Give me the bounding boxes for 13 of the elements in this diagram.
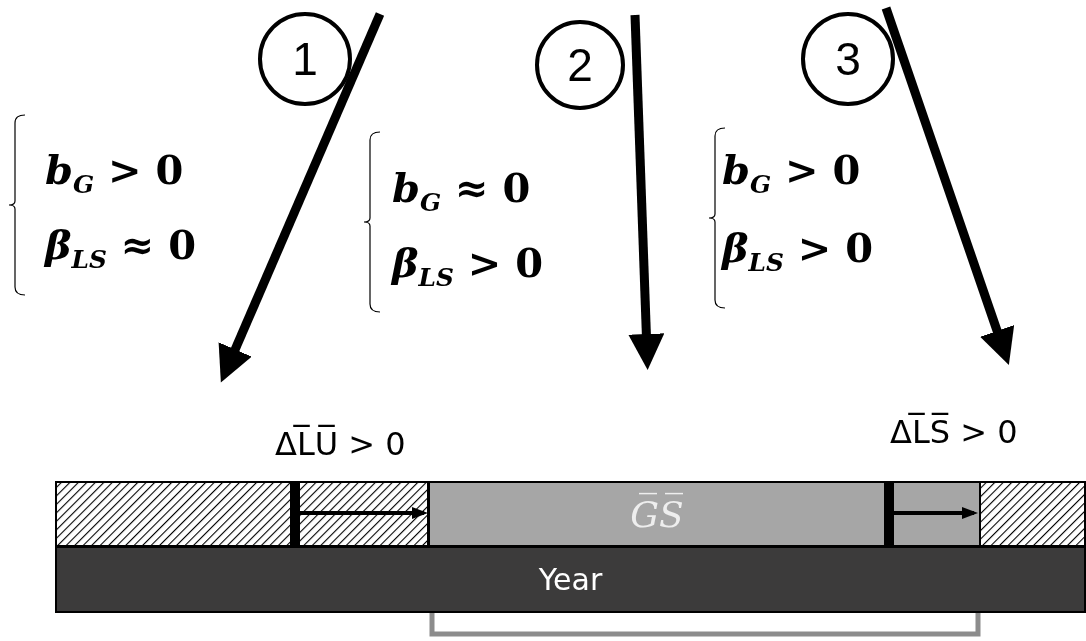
number-circle: 1: [258, 12, 352, 106]
condition-formula: β$_{LS}$ ≈ 0: [45, 225, 197, 273]
condition-formula: β$_{LS}$ > 0: [392, 243, 544, 291]
number-circle: 3: [801, 12, 895, 106]
shaded-segment: [428, 481, 886, 547]
number-circle: 2: [535, 20, 625, 110]
timeline-band: [55, 546, 1086, 613]
condition-formula: b$_{G}$ ≈ 0: [392, 168, 531, 216]
condition-formula: b$_{G}$ > 0: [722, 150, 861, 198]
condition-formula: β$_{LS}$ > 0: [722, 228, 874, 276]
band-label: G̅S̅: [630, 493, 684, 535]
condition-formula: b$_{G}$ > 0: [45, 150, 184, 198]
band-label: Year: [538, 562, 603, 597]
